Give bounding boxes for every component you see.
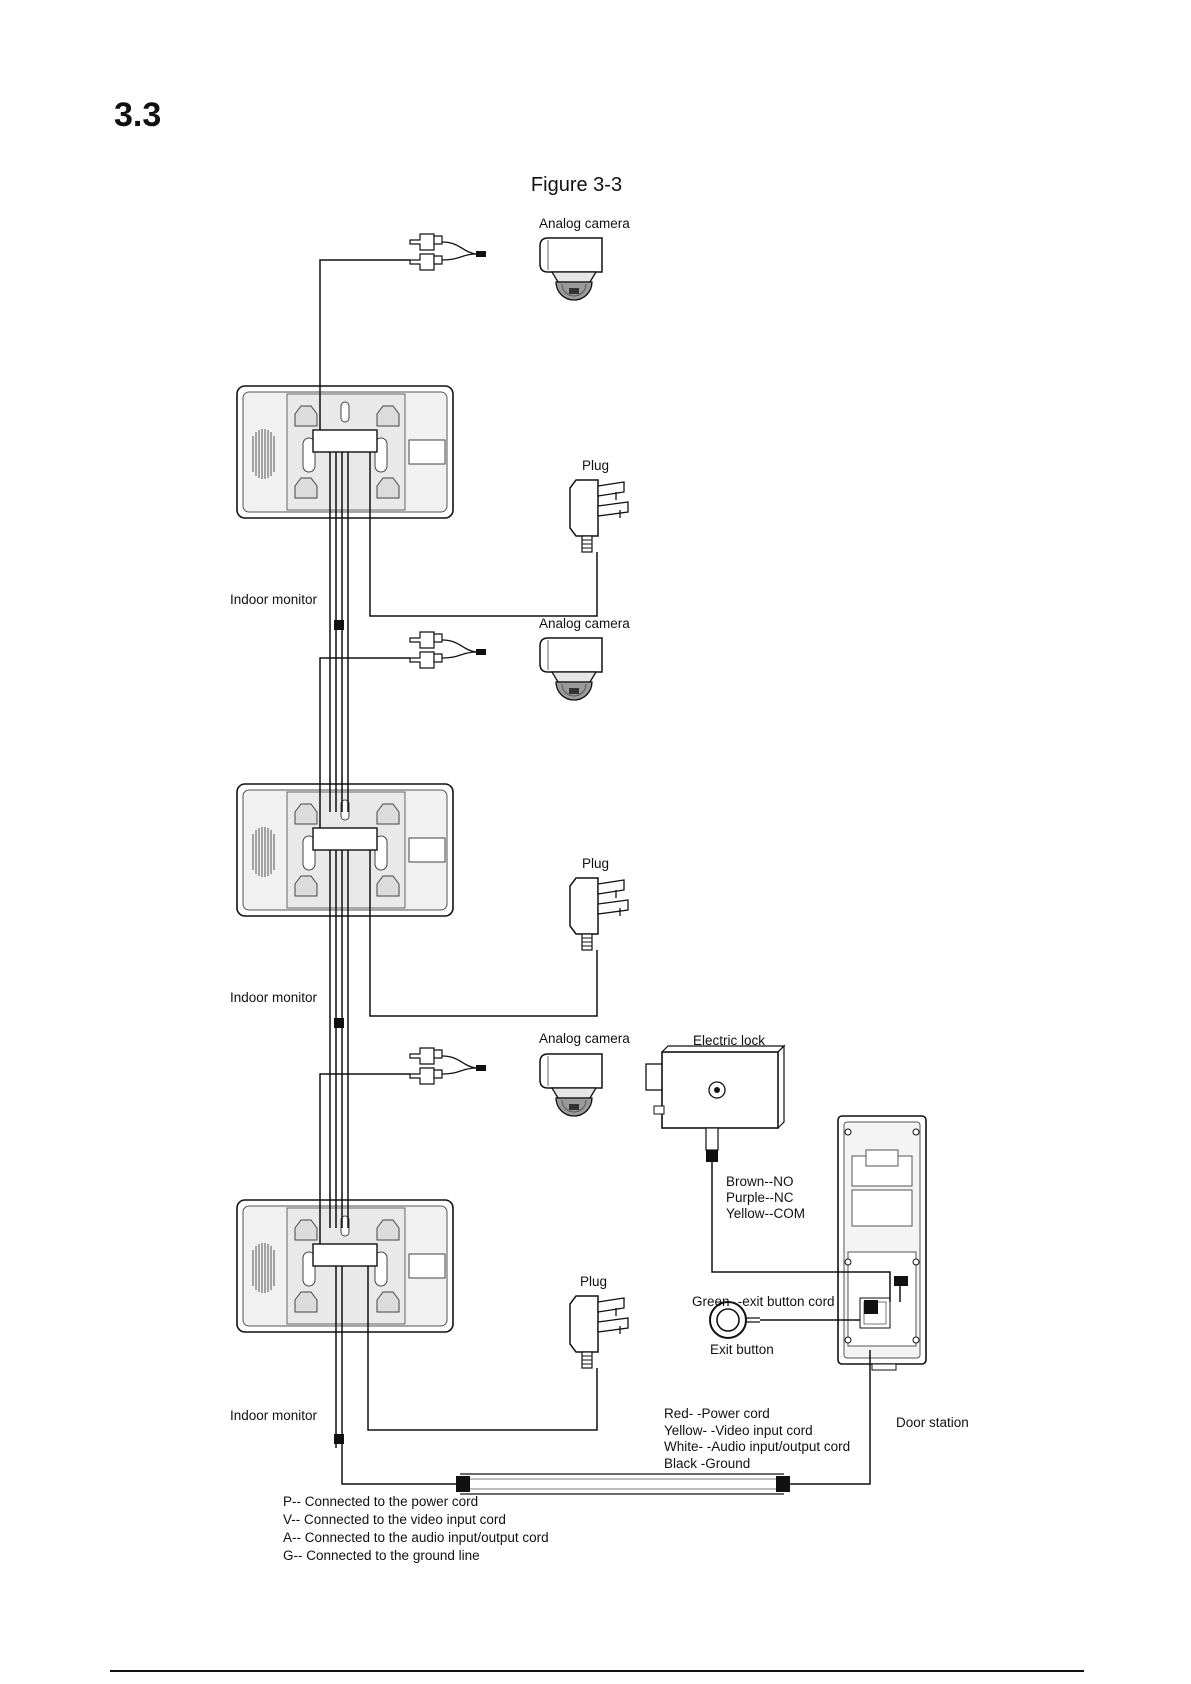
bus-wire-red: Red- -Power cord [664, 1406, 770, 1421]
bus-wire-black: Black -Ground [664, 1456, 750, 1471]
label-exit-button-cord: Green- -exit button cord [692, 1294, 835, 1309]
analog-camera-1 [539, 237, 603, 301]
bus-wire-white: White- -Audio input/output cord [664, 1439, 850, 1454]
label-plug-1: Plug [582, 458, 609, 473]
electric-lock [645, 1044, 786, 1162]
analog-camera-2 [539, 637, 603, 701]
lock-wire-brown: Brown--NO [726, 1174, 794, 1189]
wire-clamps [334, 620, 908, 1492]
label-electric-lock: Electric lock [693, 1033, 765, 1048]
label-indoor-monitor-1: Indoor monitor [230, 592, 318, 607]
legend-p: P-- Connected to the power cord [283, 1494, 478, 1509]
lock-wire-yellow: Yellow--COM [726, 1206, 805, 1221]
label-plug-3: Plug [580, 1274, 607, 1289]
plug-1 [569, 479, 629, 553]
exit-button [709, 1301, 760, 1339]
monitor-3 [236, 1199, 454, 1333]
label-door-station: Door station [896, 1415, 969, 1430]
figure-caption: Figure 3-3 [530, 174, 623, 196]
lock-wire-purple: Purple--NC [726, 1190, 794, 1205]
plug-3 [569, 1295, 629, 1369]
label-analog-camera-2: Analog camera [539, 616, 630, 631]
legend-v: V-- Connected to the video input cord [283, 1512, 506, 1527]
label-plug-2: Plug [582, 856, 609, 871]
analog-camera-3 [539, 1053, 603, 1117]
label-exit-button: Exit button [710, 1342, 774, 1357]
section-heading: 3.3 [114, 96, 162, 134]
door-station [837, 1115, 927, 1371]
label-analog-camera-1: Analog camera [539, 216, 630, 231]
label-indoor-monitor-2: Indoor monitor [230, 990, 318, 1005]
legend-a: A-- Connected to the audio input/output … [283, 1530, 549, 1545]
plug-2 [569, 877, 629, 951]
legend-g: G-- Connected to the ground line [283, 1548, 480, 1563]
camera-connectors-1 [409, 233, 487, 271]
monitor-1 [236, 385, 454, 519]
camera-connectors-3 [409, 1047, 487, 1085]
wiring [319, 259, 901, 1495]
monitor-2 [236, 783, 454, 917]
bus-wire-yellow: Yellow- -Video input cord [664, 1423, 813, 1438]
label-analog-camera-3: Analog camera [539, 1031, 630, 1046]
label-indoor-monitor-3: Indoor monitor [230, 1408, 318, 1423]
camera-connectors-2 [409, 631, 487, 669]
footer-rule [110, 1670, 1084, 1672]
